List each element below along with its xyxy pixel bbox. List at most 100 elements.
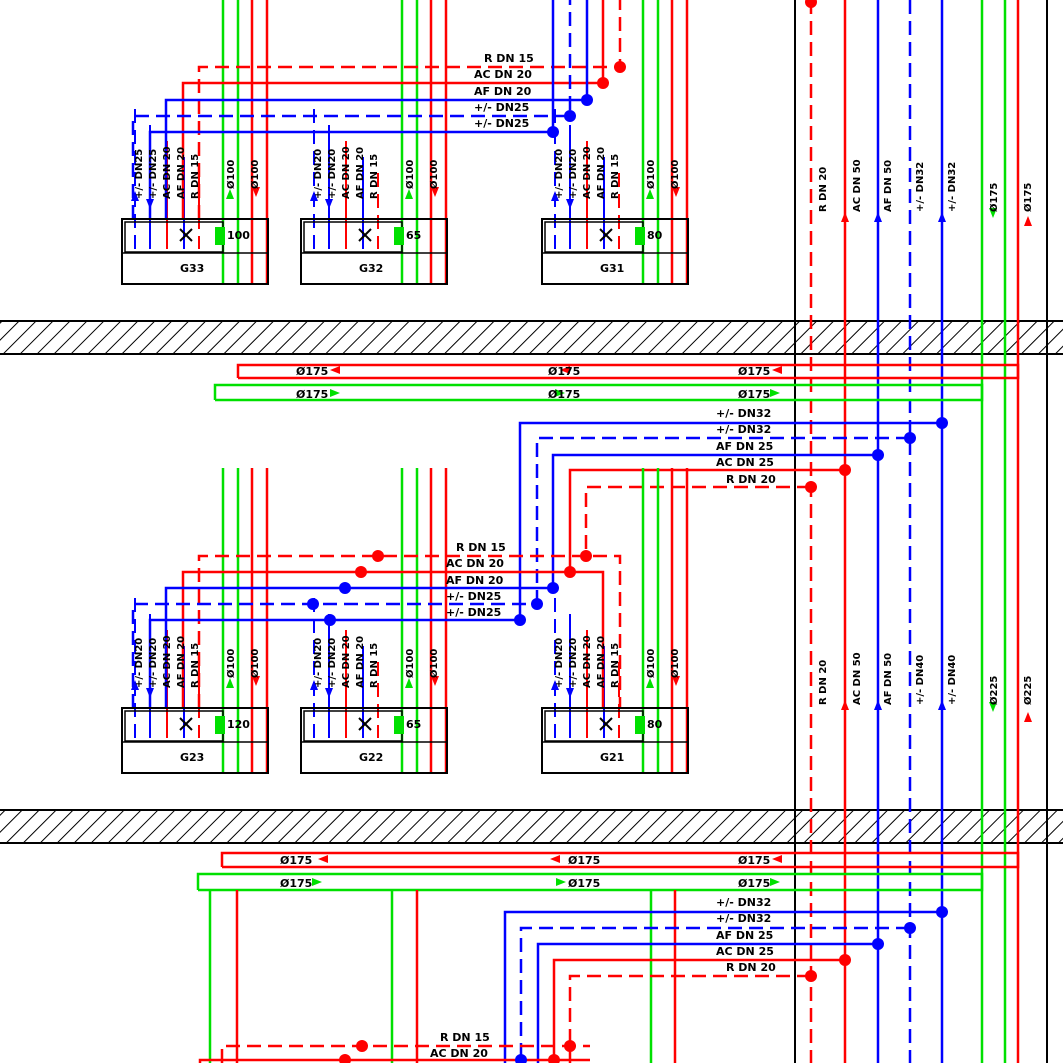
flow-arrow [405, 189, 413, 199]
feed-minus [519, 926, 910, 1063]
fan-indicator-icon [215, 716, 225, 734]
flow-arrow [318, 855, 328, 863]
duct-loop-label: Ø175 [280, 877, 312, 890]
feed-label: +/- DN32 [716, 407, 771, 420]
duct-label: Ø100 [225, 649, 237, 678]
unit-id: G22 [359, 751, 383, 764]
unit-coil [303, 710, 403, 742]
unit-coil [544, 221, 644, 253]
flow-arrow [310, 191, 318, 201]
feed-label: R DN 20 [726, 473, 776, 486]
unit-power: 120 [227, 718, 250, 731]
riser-label-upper: +/- DN32 [947, 162, 958, 212]
flow-arrow [226, 189, 234, 199]
valve-icon [179, 717, 193, 731]
pipe-junction [581, 94, 593, 106]
unit-id: G31 [600, 262, 624, 275]
flow-arrow [874, 212, 882, 222]
flow-arrow [672, 676, 680, 686]
unit-housing [541, 707, 689, 774]
pipe-junction [580, 550, 592, 562]
unit-pipe-label: +/- DN20 [568, 149, 579, 199]
riser-label-upper: Ø175 [1022, 183, 1034, 212]
pipe-junction [805, 970, 817, 982]
fan-indicator-icon [394, 716, 404, 734]
unit-pipe-label: R DN 15 [610, 154, 621, 199]
unit-power: 80 [647, 229, 663, 242]
riser-label-lower: AF DN 50 [883, 653, 894, 705]
pipe-junction [936, 906, 948, 918]
unit-housing [300, 218, 448, 285]
branch-label: AF DN 20 [474, 85, 532, 98]
unit-pipe-label: +/- DN20 [134, 638, 145, 688]
flow-arrow [989, 702, 997, 712]
feed-ac [552, 958, 845, 1063]
feed-label: R DN 20 [726, 961, 776, 974]
duct-label: Ø100 [404, 160, 416, 189]
pipe-junction [547, 582, 559, 594]
feed-label: +/- DN32 [716, 912, 771, 925]
flow-arrow [325, 199, 333, 209]
flow-arrow [1024, 216, 1032, 226]
branch-return [197, 0, 622, 219]
feed-return [568, 974, 811, 1063]
flow-arrow [841, 212, 849, 222]
unit-pipe-label: AC DN 20 [341, 635, 352, 688]
unit-pipe-label: +/- DN25 [134, 149, 145, 199]
pipe-junction [324, 614, 336, 626]
feed-label: AC DN 25 [716, 945, 774, 958]
unit-pipe-label: AC DN 20 [582, 146, 593, 199]
feed-af [551, 453, 878, 588]
duct-label: Ø100 [428, 160, 440, 189]
fan-indicator-icon [635, 716, 645, 734]
flow-arrow [226, 678, 234, 688]
duct-loop-label: Ø175 [738, 388, 770, 401]
pipe-junction [564, 1040, 576, 1052]
duct-loop-label: Ø175 [296, 365, 328, 378]
duct-label: Ø100 [645, 160, 657, 189]
duct-loop-label: Ø175 [548, 388, 580, 401]
fan-indicator-icon [635, 227, 645, 245]
feed-label: AF DN 25 [716, 440, 773, 453]
unit-pipe-label: +/- DN20 [568, 638, 579, 688]
duct-loop-label: Ø175 [738, 877, 770, 890]
duct-loop-supply [196, 872, 984, 892]
unit-pipe-label: R DN 15 [610, 643, 621, 688]
duct-label: Ø100 [669, 649, 681, 678]
riser-label-upper: AF DN 50 [883, 160, 894, 212]
unit-pipe-label: R DN 15 [190, 643, 201, 688]
flow-arrow [770, 389, 780, 397]
pipe-junction [805, 481, 817, 493]
unit-pipe-label: +/- DN20 [148, 638, 159, 688]
flow-arrow [672, 187, 680, 197]
unit-pipe-label: AF DN 20 [596, 636, 607, 688]
riser-label-upper: R DN 20 [818, 167, 829, 212]
branch-label: R DN 15 [440, 1031, 490, 1044]
unit-pipe-label: +/- DN20 [554, 638, 565, 688]
duct-loop-label: Ø175 [738, 854, 770, 867]
unit-pipe-label: AF DN 20 [355, 636, 366, 688]
branch-label: +/- DN25 [474, 117, 529, 130]
unit-pipe-label: +/- DN20 [313, 638, 324, 688]
flow-arrow [555, 389, 565, 397]
duct-loop-return [220, 851, 1020, 869]
pipe-junction [904, 922, 916, 934]
duct-loop-label: Ø175 [568, 877, 600, 890]
unit-power: 100 [227, 229, 250, 242]
flow-arrow [405, 678, 413, 688]
unit-pipe-label: AC DN 20 [162, 146, 173, 199]
feed-plus [518, 421, 942, 620]
unit-pipe-label: AC DN 20 [582, 635, 593, 688]
pipe-junction [597, 77, 609, 89]
unit-id: G33 [180, 262, 204, 275]
feed-minus [535, 436, 910, 604]
duct-label: Ø100 [428, 649, 440, 678]
branch-ac [181, 570, 605, 708]
duct-label: Ø100 [669, 160, 681, 189]
unit-coil [544, 710, 644, 742]
unit-housing [121, 707, 269, 774]
unit-id: G21 [600, 751, 624, 764]
